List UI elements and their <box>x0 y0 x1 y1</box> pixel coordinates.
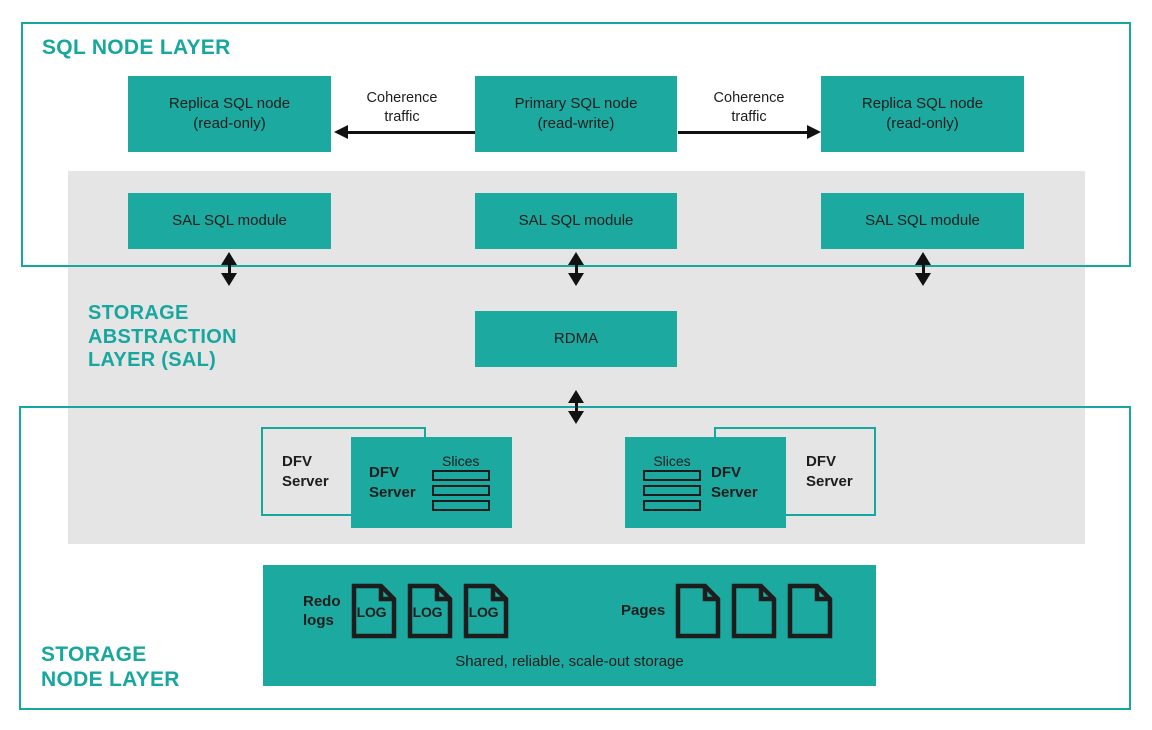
rdma-box: RDMA <box>475 311 677 367</box>
pages-label: Pages <box>621 602 666 620</box>
dfv-server-label-filled-left: DFV Server <box>369 464 416 501</box>
page-document-icon <box>787 583 833 639</box>
pages-group: Pages <box>621 583 843 639</box>
slice-bar <box>643 470 701 481</box>
dfv-server-label-filled-right: DFV Server <box>711 464 758 501</box>
slices-group-right: Slices <box>641 454 703 511</box>
slices-group-left: Slices <box>430 454 492 511</box>
slice-bar <box>643 485 701 496</box>
slice-bar <box>431 470 490 481</box>
slice-bar <box>431 500 490 511</box>
storage-caption: Shared, reliable, scale-out storage <box>455 653 684 670</box>
sal-sql-module-center: SAL SQL module <box>475 193 677 249</box>
log-document-icon: LOG <box>351 583 397 639</box>
storage-abstraction-layer-title: STORAGE ABSTRACTION LAYER (SAL) <box>88 302 237 372</box>
sal-sql-module-left: SAL SQL module <box>128 193 331 249</box>
page-document-icon <box>675 583 721 639</box>
coherence-traffic-label-left: Coherence traffic <box>366 90 438 126</box>
slices-label-right: Slices <box>653 453 691 469</box>
replica-sql-node-right: Replica SQL node (read-only) <box>821 76 1024 152</box>
coherence-traffic-label-right: Coherence traffic <box>713 90 785 126</box>
dfv-server-filled-left: DFV Server Slices <box>351 437 512 528</box>
dfv-server-label-outline-right: DFV Server <box>806 453 853 490</box>
double-arrow-sal-center-icon <box>568 252 584 286</box>
double-arrow-sal-left-icon <box>221 252 237 286</box>
log-document-icon: LOG <box>407 583 453 639</box>
dfv-server-filled-right: DFV Server Slices <box>625 437 786 528</box>
slices-label-left: Slices <box>442 453 480 469</box>
coherence-arrow-right-icon <box>678 125 821 139</box>
sql-node-layer-title: SQL NODE LAYER <box>42 36 231 59</box>
log-icon-text: LOG <box>468 603 499 620</box>
slice-bar <box>431 485 490 496</box>
dfv-server-label-outline-left: DFV Server <box>282 453 329 490</box>
slice-bar <box>643 500 701 511</box>
log-icon-text: LOG <box>412 603 443 620</box>
log-document-icon: LOG <box>463 583 509 639</box>
page-document-icon <box>731 583 777 639</box>
coherence-arrow-left-icon <box>334 125 475 139</box>
shared-storage-box: Redo logs LOG LOG LO <box>263 565 876 686</box>
primary-sql-node: Primary SQL node (read-write) <box>475 76 677 152</box>
replica-sql-node-left: Replica SQL node (read-only) <box>128 76 331 152</box>
redo-logs-group: Redo logs LOG LOG LO <box>303 583 519 639</box>
log-icon-text: LOG <box>356 603 387 620</box>
double-arrow-sal-right-icon <box>915 252 931 286</box>
double-arrow-rdma-storage-icon <box>568 390 584 424</box>
redo-logs-label: Redo logs <box>303 592 341 630</box>
storage-node-layer-title: STORAGE NODE LAYER <box>41 643 180 691</box>
sal-sql-module-right: SAL SQL module <box>821 193 1024 249</box>
